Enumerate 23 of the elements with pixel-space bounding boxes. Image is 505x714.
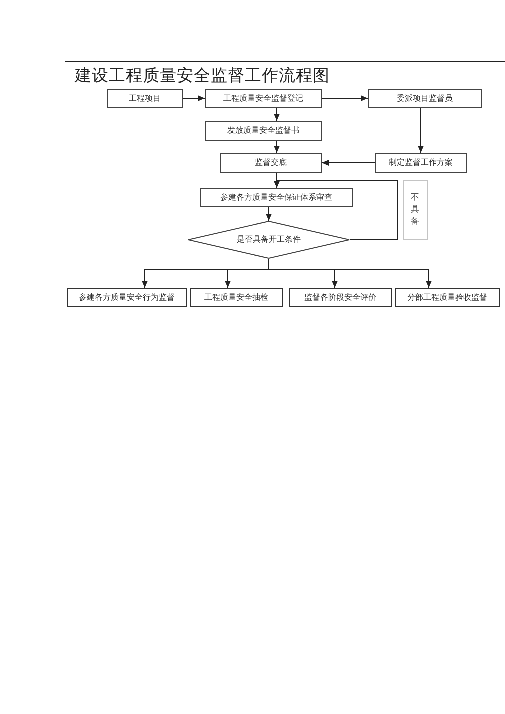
arrow [268,258,432,288]
arrow [274,180,398,240]
arrow [266,206,272,222]
process-box: 工程质量安全抽检 [190,288,283,307]
process-box: 工程质量安全监督登记 [205,89,322,108]
arrow [274,140,280,154]
decision-diamond: 是否具备开工条件 [188,221,350,259]
process-box: 发放质量安全监督书 [205,121,322,141]
process-box: 参建各方质量安全保证体系审查 [200,188,353,207]
process-box: 参建各方质量安全行为监督 [67,288,187,307]
process-box: 监督交底 [220,153,322,173]
arrow [322,96,368,102]
process-box: 监督各阶段安全评价 [289,288,392,307]
arrow [322,160,376,166]
arrow [182,96,206,102]
process-box: 工程项目 [107,89,183,108]
process-box: 委派项目监督员 [368,89,482,108]
process-box: 分部工程质量验收监督 [395,288,500,307]
title: 建设工程质量安全监督工作流程图 [75,66,330,86]
note-box: 不具备 [403,180,428,240]
arrow [418,108,424,154]
arrow [274,108,280,122]
process-box: 制定监督工作方案 [375,153,467,173]
